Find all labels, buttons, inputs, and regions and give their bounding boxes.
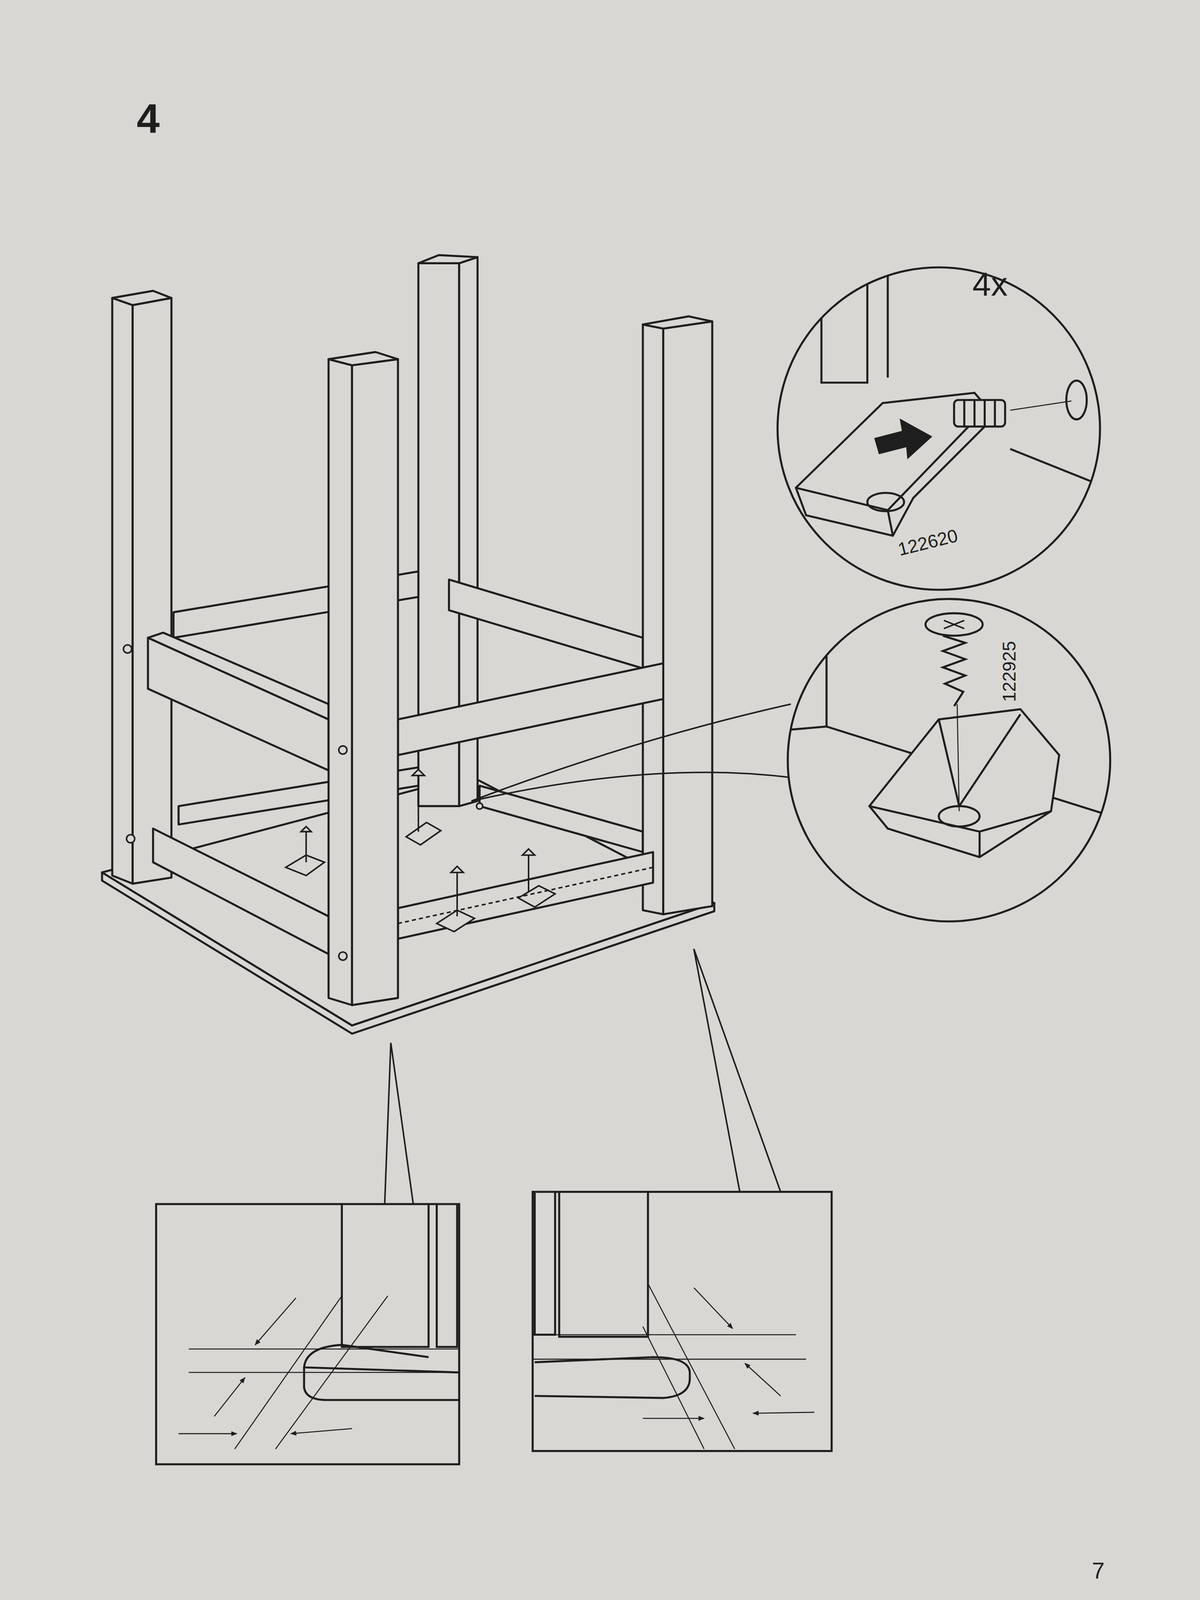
detail-circle xyxy=(787,598,1113,922)
leader-lines xyxy=(384,703,791,1204)
detail-circle xyxy=(777,265,1112,591)
page-number: 7 xyxy=(1091,1559,1105,1583)
small-brackets xyxy=(285,769,654,932)
quantity: 4x xyxy=(972,267,1008,301)
detail-box xyxy=(532,1191,832,1451)
part-number: 122925 xyxy=(1000,641,1019,703)
screw-holes xyxy=(123,644,483,961)
step-number: 4 xyxy=(136,98,160,140)
detail-box xyxy=(155,1203,460,1465)
stool xyxy=(101,255,715,1034)
